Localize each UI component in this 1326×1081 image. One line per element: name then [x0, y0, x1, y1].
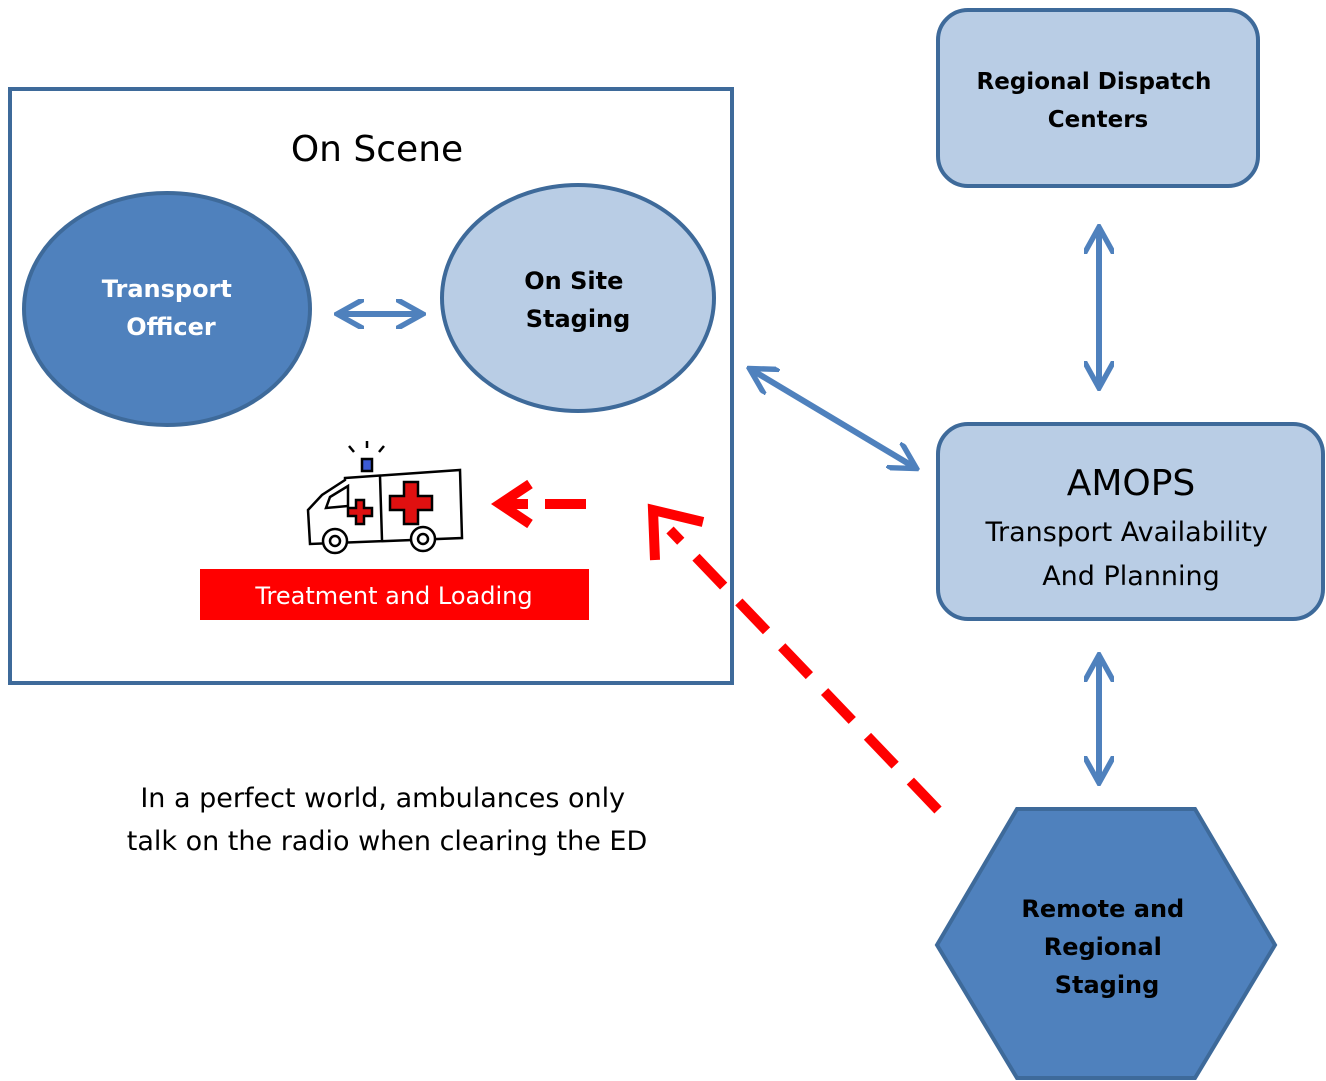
caption: In a perfect world, ambulances only talk… — [127, 783, 648, 857]
on-site-staging-node — [440, 183, 716, 413]
remote-staging-label: Remote and Regional Staging — [1021, 895, 1192, 999]
regional-dispatch-node — [936, 8, 1260, 188]
treatment-loading-label: Treatment and Loading — [254, 582, 532, 610]
amops-subtitle: Transport Availability And Planning — [984, 517, 1276, 592]
red-dashed-arrow — [647, 503, 942, 814]
amops-node — [936, 422, 1325, 621]
scene-amops-arrow — [752, 370, 914, 467]
amops-title: AMOPS — [1067, 463, 1196, 504]
regional-dispatch-label: Regional Dispatch Centers — [977, 69, 1220, 133]
on-scene-title: On Scene — [291, 129, 463, 170]
on-site-staging-label: On Site Staging — [524, 267, 631, 333]
transport-officer-node — [22, 191, 312, 427]
transport-officer-label: Transport Officer — [102, 275, 240, 341]
remote-staging-node — [934, 807, 1278, 1080]
treatment-loading-badge — [200, 569, 589, 620]
ambulance-icon — [306, 441, 464, 555]
red-arrow-to-ambulance — [490, 479, 586, 529]
